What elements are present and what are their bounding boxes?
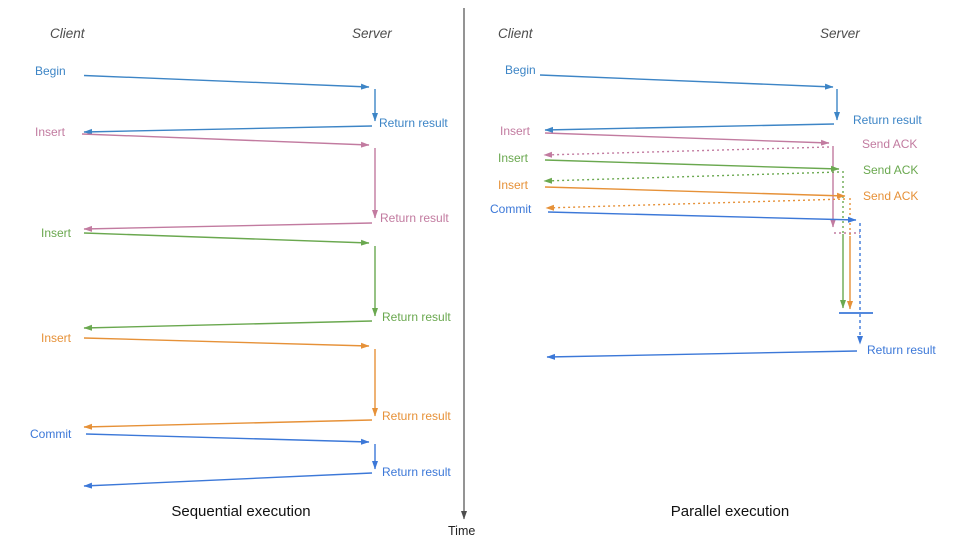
par-begin-request-arrow	[539, 74, 834, 90]
seq-insert1-result-label: Return result	[380, 211, 449, 225]
par-insert1-ack-label: Send ACK	[862, 137, 918, 151]
par-insert2-ack-label: Send ACK	[863, 163, 919, 177]
par-insert3-label: Insert	[498, 178, 529, 192]
par-insert3-ack-label: Send ACK	[863, 189, 919, 203]
left-server-header: Server	[352, 26, 392, 41]
seq-insert3-label: Insert	[41, 331, 72, 345]
par-begin-return-arrow	[544, 123, 835, 133]
par-insert3-request-arrow	[544, 186, 846, 199]
seq-insert2-return-arrow	[83, 320, 373, 331]
seq-begin-label: Begin	[35, 64, 66, 78]
seq-begin-request-arrow	[83, 74, 370, 90]
seq-commit-label: Commit	[30, 427, 72, 441]
sequential-panel-lines	[81, 74, 378, 489]
right-server-header: Server	[820, 26, 860, 41]
par-commit-request-arrow	[547, 211, 857, 223]
parallel-panel-lines	[539, 74, 873, 360]
seq-commit-result-label: Return result	[382, 465, 451, 479]
left-client-header: Client	[50, 26, 85, 41]
par-final-result-label: Return result	[867, 343, 936, 357]
seq-begin-return-arrow	[83, 125, 373, 135]
seq-insert3-return-arrow	[83, 419, 373, 430]
par-commit-label: Commit	[490, 202, 532, 216]
par-insert1-ack-arrow	[543, 146, 830, 158]
seq-commit-return-arrow	[83, 472, 373, 489]
seq-insert3-request-arrow	[83, 337, 370, 349]
par-insert1-label: Insert	[500, 124, 531, 138]
seq-insert2-result-label: Return result	[382, 310, 451, 324]
par-insert2-ack-arrow	[543, 171, 840, 184]
par-insert1-request-arrow	[544, 132, 830, 146]
seq-insert2-label: Insert	[41, 226, 72, 240]
seq-commit-request-arrow	[85, 433, 370, 445]
par-begin-result-label: Return result	[853, 113, 922, 127]
seq-insert2-request-arrow	[83, 232, 370, 246]
seq-insert1-request-arrow	[81, 133, 370, 148]
sequential-caption: Sequential execution	[171, 503, 311, 520]
right-client-header: Client	[498, 26, 533, 41]
time-axis-label: Time	[448, 524, 476, 538]
par-insert2-request-arrow	[544, 159, 840, 172]
par-begin-label: Begin	[505, 63, 536, 77]
seq-insert1-return-arrow	[83, 222, 373, 232]
parallel-caption: Parallel execution	[670, 503, 790, 520]
par-insert2-label: Insert	[498, 151, 529, 165]
par-insert3-ack-arrow	[545, 198, 846, 211]
seq-insert3-result-label: Return result	[382, 409, 451, 423]
par-final-return-arrow	[546, 350, 858, 360]
seq-begin-result-label: Return result	[379, 116, 448, 130]
seq-insert1-label: Insert	[35, 125, 66, 139]
